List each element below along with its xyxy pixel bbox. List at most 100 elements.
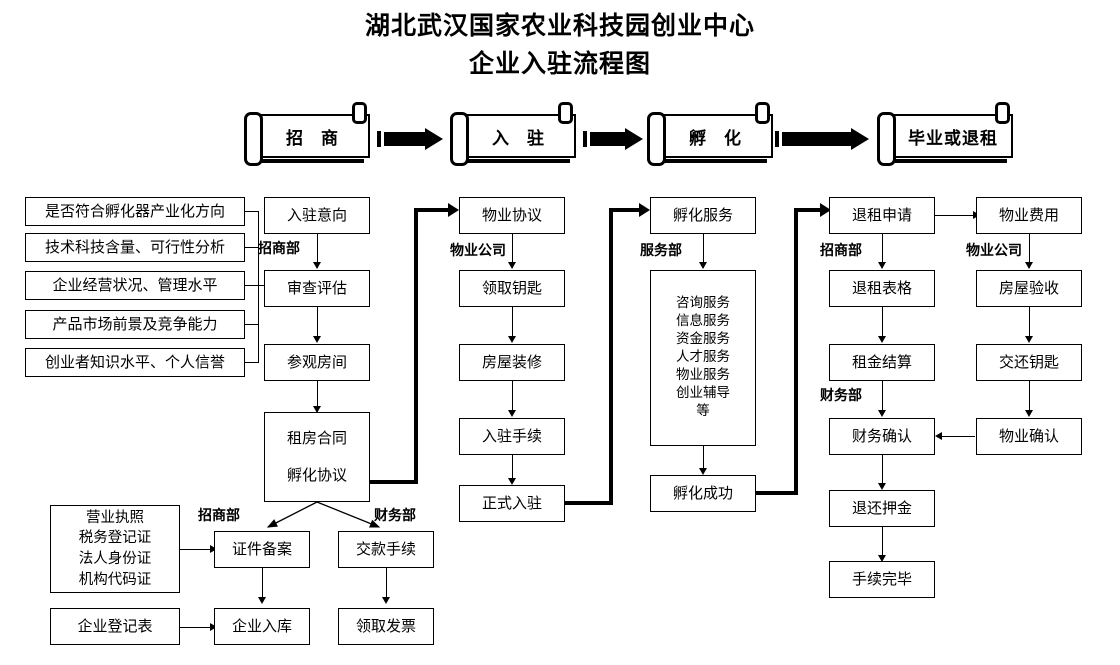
contract-line-2: 孵化协议: [286, 466, 347, 484]
conn-service-list: [703, 234, 704, 268]
node-property-agreement[interactable]: 物业协议: [459, 197, 565, 234]
stage-label: 孵 化: [689, 128, 747, 149]
node-label: 房屋验收: [998, 279, 1059, 298]
document-item: 营业执照: [86, 509, 144, 526]
conn-agreement-keys: [512, 234, 513, 268]
node-receive-invoice[interactable]: 领取发票: [338, 608, 434, 645]
node-documents[interactable]: 营业执照 税务登记证 法人身份证 机构代码证: [50, 505, 180, 593]
thick-conn-success-h1: [756, 491, 798, 495]
conn-propfee-inspection: [1029, 234, 1030, 268]
stage-banner-incubate[interactable]: 孵 化: [645, 102, 773, 166]
scroll-roller-icon: [450, 112, 469, 166]
thick-conn-contract-h2: [414, 208, 450, 212]
dept-label-service: 服务部: [640, 243, 682, 259]
arrow-head: [851, 128, 869, 150]
thick-conn-settle-h2: [609, 208, 641, 212]
criteria-box-1[interactable]: 技术科技含量、可行性分析: [25, 233, 245, 262]
thick-conn-success-v: [794, 208, 798, 495]
criteria-box-2[interactable]: 企业经营状况、管理水平: [25, 271, 245, 300]
page-title: 湖北武汉国家农业科技园创业中心: [364, 11, 755, 40]
stage-arrow-2: [583, 128, 643, 150]
node-lease-contract[interactable]: 租房合同 孵化协议: [264, 412, 370, 502]
conn-filing-enroll: [262, 568, 263, 602]
node-settle-procedure[interactable]: 入驻手续: [459, 418, 565, 455]
node-property-confirm[interactable]: 物业确认: [976, 418, 1082, 455]
node-certificate-filing[interactable]: 证件备案: [214, 531, 310, 568]
criteria-spine: [258, 211, 259, 363]
node-incubation-success[interactable]: 孵化成功: [650, 475, 756, 512]
stage-label: 招 商: [286, 128, 344, 149]
dept-label-recruit-3: 招商部: [198, 508, 240, 524]
node-exit-form[interactable]: 退租表格: [829, 270, 935, 307]
conn-propconfirm-finconfirm-arrow: [935, 432, 942, 440]
node-registration-form[interactable]: 企业登记表: [50, 608, 180, 645]
node-collect-keys[interactable]: 领取钥匙: [459, 270, 565, 307]
node-finance-confirm[interactable]: 财务确认: [829, 418, 935, 455]
arrow-shaft: [384, 132, 425, 146]
node-enterprise-enroll[interactable]: 企业入库: [214, 608, 310, 645]
node-settle-intent[interactable]: 入驻意向: [264, 197, 370, 234]
node-label: 物业协议: [481, 206, 542, 225]
node-return-keys[interactable]: 交还钥匙: [976, 344, 1082, 381]
service-item: 人才服务: [676, 349, 730, 366]
scroll-roller-icon: [244, 112, 263, 166]
criteria-box-3[interactable]: 产品市场前景及竞争能力: [25, 310, 245, 339]
stage-label: 毕业或退租: [908, 128, 998, 149]
conn-deposit-done-arrow: [878, 555, 886, 562]
node-house-inspection[interactable]: 房屋验收: [976, 270, 1082, 307]
node-label: 物业确认: [998, 427, 1059, 446]
node-review-assess[interactable]: 审查评估: [264, 270, 370, 307]
node-deposit-refund[interactable]: 退还押金: [829, 490, 935, 527]
node-rent-settlement[interactable]: 租金结算: [829, 344, 935, 381]
dept-label-recruit-1: 招商部: [258, 241, 300, 257]
criteria-label: 技术科技含量、可行性分析: [44, 238, 225, 257]
node-label: 孵化成功: [672, 484, 733, 503]
node-renovation[interactable]: 房屋装修: [459, 344, 565, 381]
page-subtitle: 企业入驻流程图: [468, 49, 651, 78]
node-exit-application[interactable]: 退租申请: [829, 197, 935, 234]
conn-regform-enroll: [180, 627, 212, 628]
node-visit-room[interactable]: 参观房间: [264, 344, 370, 381]
conn-propconfirm-finconfirm: [942, 436, 975, 437]
node-incubation-service[interactable]: 孵化服务: [650, 197, 756, 234]
thick-conn-contract-v: [414, 208, 418, 484]
criteria-box-4[interactable]: 创业者知识水平、个人信誉: [25, 348, 245, 377]
conn-finconfirm-deposit: [882, 455, 883, 488]
banner-body: 招 商: [254, 114, 370, 158]
conn-renovate-procedure-arrow: [508, 410, 516, 417]
arrow-tick: [583, 131, 587, 147]
conn-keys-renovate-arrow: [508, 336, 516, 343]
conn-returnkeys-propconfirm: [1029, 381, 1030, 415]
node-label: 租金结算: [851, 353, 912, 372]
conn-documents-filing: [180, 549, 212, 550]
conn-exitapp-propfee: [935, 215, 975, 216]
arrow-tick: [775, 131, 779, 147]
conn-agreement-keys-arrow: [508, 262, 516, 269]
service-item: 信息服务: [676, 313, 730, 330]
stage-banner-graduate[interactable]: 毕业或退租: [875, 102, 1013, 166]
node-official-settle[interactable]: 正式入驻: [459, 485, 565, 522]
stage-banner-recruit[interactable]: 招 商: [242, 102, 370, 166]
conn-procedure-official: [512, 455, 513, 483]
node-service-list[interactable]: 咨询服务 信息服务 资金服务 人才服务 物业服务 创业辅导 等: [650, 270, 756, 446]
thick-conn-success-h2: [794, 208, 822, 212]
node-label: 退租表格: [851, 279, 912, 298]
contract-line-1: 租房合同: [286, 429, 347, 448]
service-item: 物业服务: [676, 366, 730, 383]
dept-label-finance-1: 财务部: [820, 388, 862, 404]
node-property-fee[interactable]: 物业费用: [976, 197, 1082, 234]
node-payment-procedure[interactable]: 交款手续: [338, 531, 434, 568]
dept-label-property-1: 物业公司: [450, 243, 506, 259]
stage-banner-settle[interactable]: 入 驻: [448, 102, 576, 166]
node-label: 入驻意向: [286, 206, 347, 225]
conn-rentsettle-finconfirm-arrow: [878, 410, 886, 417]
criteria-box-0[interactable]: 是否符合孵化器产业化方向: [25, 197, 245, 226]
criteria-stub-2: [245, 285, 259, 286]
stage-arrow-1: [377, 128, 443, 150]
conn-inspection-returnkeys-arrow: [1025, 336, 1033, 343]
thick-conn-contract-arrow: [448, 203, 459, 217]
banner-body: 孵 化: [657, 114, 773, 158]
conn-list-success-arrow: [699, 468, 707, 475]
node-procedure-complete[interactable]: 手续完毕: [829, 561, 935, 598]
node-label: 正式入驻: [481, 494, 542, 513]
